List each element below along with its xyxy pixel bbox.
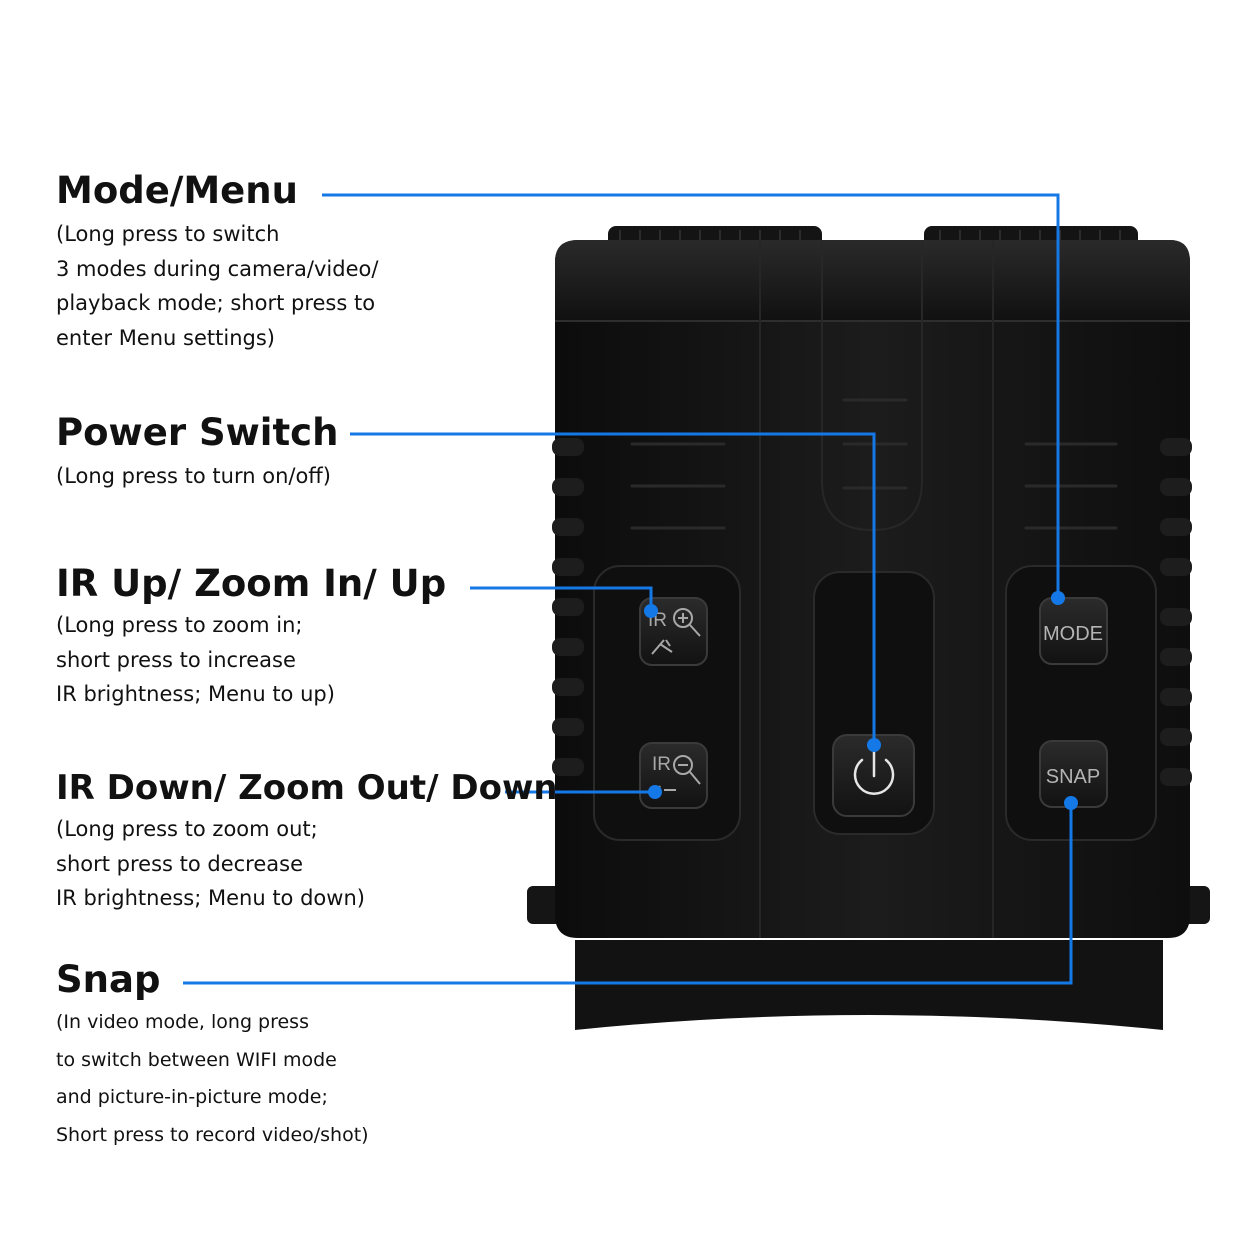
mode-menu-leader	[322, 193, 1060, 598]
desc-line: and picture-in-picture mode;	[56, 1086, 328, 1108]
desc-line: (Long press to zoom out;	[56, 817, 318, 841]
callout-ir-down: IR Down/ Zoom Out/ Down (Long press to z…	[56, 766, 558, 916]
callout-mode-menu: Mode/Menu (Long press to switch 3 modes …	[56, 169, 378, 355]
snap-dot	[1064, 796, 1078, 810]
desc-line: enter Menu settings)	[56, 325, 275, 350]
callout-title: Snap	[56, 958, 161, 1001]
callout-ir-up: IR Up/ Zoom In/ Up (Long press to zoom i…	[56, 562, 446, 712]
callout-leader-lines	[183, 193, 1073, 985]
callout-description: (Long press to zoom in; short press to i…	[56, 608, 446, 712]
ir-down-label: IR	[652, 754, 671, 775]
desc-line: playback mode; short press to	[56, 291, 376, 315]
left-grip-ridges	[552, 438, 584, 776]
mode-button-label: MODE	[1043, 623, 1103, 645]
desc-line: (Long press to zoom in;	[56, 613, 303, 637]
callout-description: (In video mode, long press to switch bet…	[56, 1004, 369, 1154]
top-cap	[555, 240, 1190, 320]
callout-dots	[644, 591, 1078, 810]
desc-line: IR brightness; Menu to up)	[56, 682, 335, 706]
ir-up-leader	[470, 586, 653, 611]
desc-line: (Long press to switch	[56, 222, 280, 246]
eyecup-base	[575, 940, 1163, 1030]
callout-description: (Long press to zoom out; short press to …	[56, 812, 558, 916]
callout-snap: Snap (In video mode, long press to switc…	[56, 958, 369, 1154]
desc-line: (Long press to turn on/off)	[56, 464, 331, 488]
desc-line: Short press to record video/shot)	[56, 1123, 369, 1146]
callout-title: Power Switch	[56, 411, 339, 454]
callout-title: IR Up/ Zoom In/ Up	[56, 562, 447, 605]
callout-power-switch: Power Switch (Long press to turn on/off)	[56, 411, 338, 494]
ir-up-dot	[644, 604, 658, 618]
brightness-up-icon	[651, 639, 673, 655]
snap-leader	[183, 803, 1073, 985]
mode-button[interactable]: MODE	[1039, 597, 1108, 665]
zoom-in-icon	[673, 608, 701, 637]
power-icon	[853, 748, 895, 795]
snap-button-label: SNAP	[1046, 766, 1100, 788]
zoom-out-icon	[673, 755, 701, 785]
power-switch-leader	[350, 432, 876, 745]
callout-description: (Long press to turn on/off)	[56, 459, 338, 494]
desc-line: (In video mode, long press	[56, 1011, 309, 1033]
desc-line: short press to decrease	[56, 851, 303, 876]
power-button[interactable]	[832, 734, 915, 817]
ir-down-zoom-out-button[interactable]: IR	[639, 742, 708, 809]
power-switch-dot	[867, 738, 881, 752]
callout-description: (Long press to switch 3 modes during cam…	[56, 217, 378, 355]
desc-line: to switch between WIFI mode	[56, 1048, 337, 1071]
desc-line: 3 modes during camera/video/	[56, 256, 379, 281]
right-grip-ridges	[1160, 438, 1192, 786]
mode-menu-dot	[1051, 591, 1065, 605]
ir-down-dot	[648, 785, 662, 799]
callout-title: IR Down/ Zoom Out/ Down	[56, 768, 558, 808]
callout-title: Mode/Menu	[56, 169, 298, 212]
desc-line: IR brightness; Menu to down)	[56, 886, 365, 910]
desc-line: short press to increase	[56, 647, 296, 672]
